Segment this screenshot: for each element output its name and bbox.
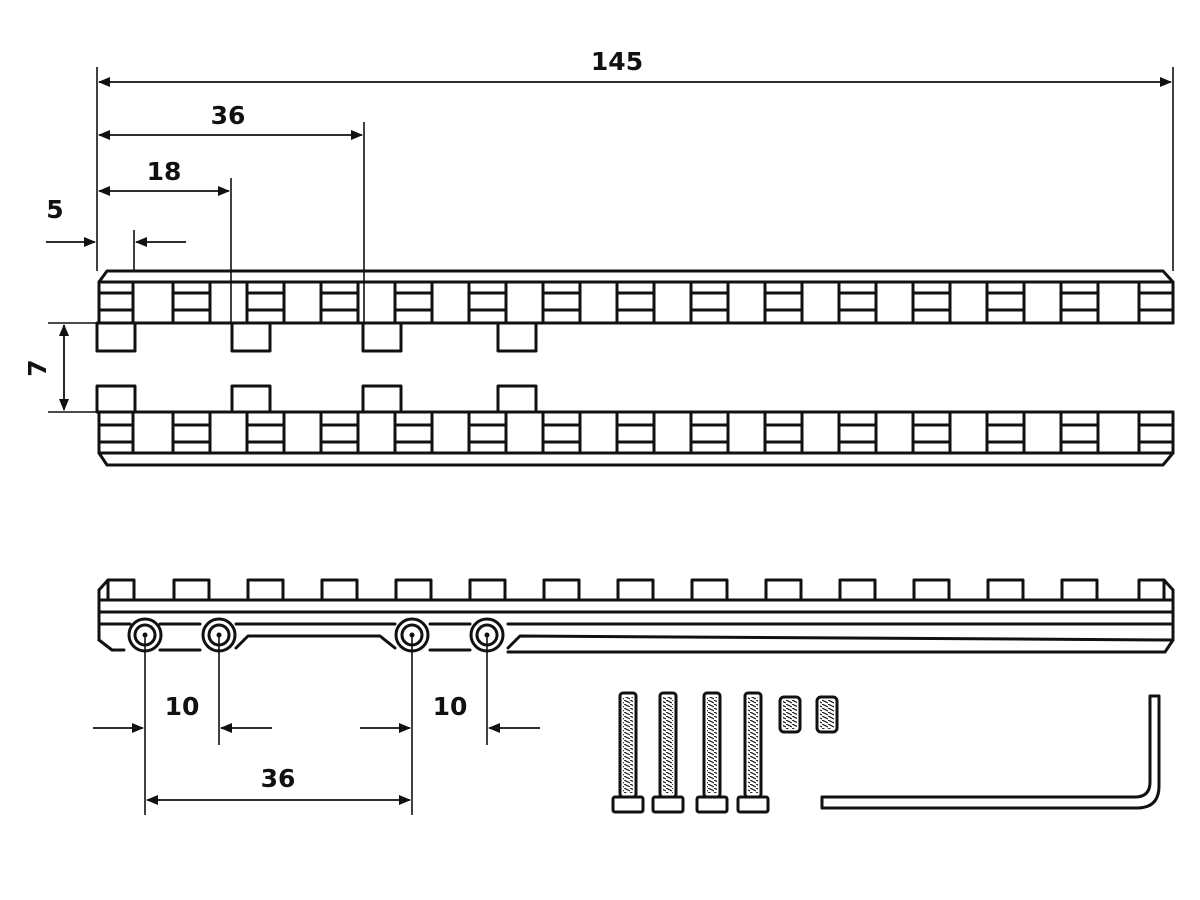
rail-slot (541, 280, 582, 325)
rail-slot (171, 410, 212, 455)
rail-slot (393, 280, 434, 325)
rail-slot (467, 410, 508, 455)
rail-slot (911, 280, 952, 325)
rail-slot (837, 280, 878, 325)
rail-slot (985, 280, 1026, 325)
bolt-icon (611, 691, 645, 814)
rail-slot (1059, 280, 1100, 325)
dimension-lines-side: 10 10 36 (93, 635, 540, 815)
rail-top-view-lower (95, 384, 1175, 467)
dim-screw-group-spacing: 36 (261, 764, 296, 793)
rail-tooth (172, 578, 211, 602)
rail-slot (689, 280, 730, 325)
rail-tooth (1060, 578, 1099, 602)
hardware-kit (611, 691, 1161, 814)
rail-slot (541, 410, 582, 455)
bolt-icon (651, 691, 685, 814)
bolt-icon (736, 691, 770, 814)
rail-slot (985, 410, 1026, 455)
rail-slot (97, 280, 135, 325)
rail-slot (467, 280, 508, 325)
rail-slot (911, 410, 952, 455)
dim-height: 7 (23, 359, 52, 376)
rail-slot (837, 410, 878, 455)
rail-slot (615, 410, 656, 455)
rail-tooth (394, 578, 433, 602)
rail-tooth (106, 578, 136, 602)
rail-slot (1059, 410, 1100, 455)
rail-slot (1137, 410, 1175, 455)
rail-tooth (764, 578, 803, 602)
rail-slot (245, 410, 286, 455)
rail-slot (245, 280, 286, 325)
rail-lower-outline (97, 410, 1175, 467)
rail-upper-outline (97, 269, 1175, 325)
dim-first-slot-spacing: 36 (211, 101, 246, 130)
rail-slot (393, 410, 434, 455)
rail-slot (1137, 280, 1175, 325)
rail-tooth (838, 578, 877, 602)
rail-slot (97, 410, 135, 455)
rail-tooth (468, 578, 507, 602)
set-screw (815, 695, 839, 734)
dimension-lines-top: 145 36 18 5 7 (23, 47, 1174, 413)
rail-side-view (97, 578, 1175, 654)
dim-slot-pitch: 18 (147, 157, 182, 186)
rail-lower-slots (97, 410, 1175, 455)
rail-lower-lugs (95, 384, 538, 414)
set-screw (778, 695, 802, 734)
rail-tooth (542, 578, 581, 602)
dim-end-offset: 5 (46, 195, 63, 224)
rail-tooth (616, 578, 655, 602)
rail-slot (171, 280, 212, 325)
dim-total-length: 145 (591, 47, 643, 76)
rail-slot (689, 410, 730, 455)
rail-slot (763, 410, 804, 455)
rail-tooth (690, 578, 729, 602)
rail-tooth (320, 578, 359, 602)
rail-slot (763, 280, 804, 325)
rail-tooth (246, 578, 285, 602)
rail-tooth (1137, 578, 1166, 602)
rail-slot (319, 280, 360, 325)
rail-top-view-upper (95, 269, 1175, 353)
rail-tooth (912, 578, 951, 602)
mounting-bolts (611, 691, 770, 814)
rail-side-teeth (106, 578, 1166, 602)
bolt-icon (695, 691, 729, 814)
rail-upper-slots (97, 280, 1175, 325)
rail-upper-lugs (95, 321, 538, 353)
rail-tooth (986, 578, 1025, 602)
hex-key-icon (820, 694, 1161, 810)
rail-slot (319, 410, 360, 455)
dim-screw-spacing-left: 10 (165, 692, 200, 721)
dim-screw-spacing-right: 10 (433, 692, 468, 721)
rail-slot (615, 280, 656, 325)
